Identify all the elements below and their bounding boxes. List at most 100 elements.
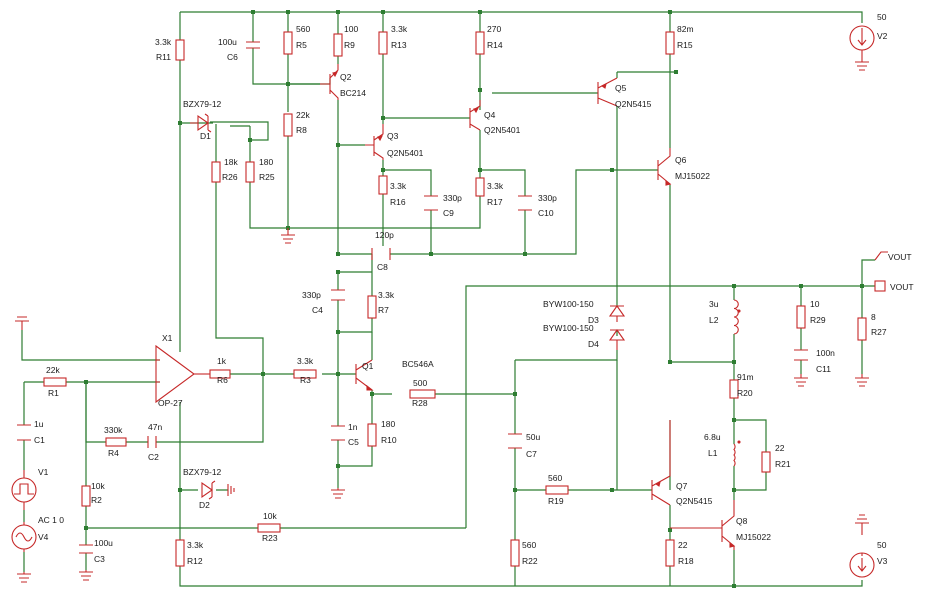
label-Q3-value: Q2N5401 — [387, 148, 424, 158]
label-R7-value: 3.3k — [378, 290, 395, 300]
label-R4-ref: R4 — [108, 448, 119, 458]
label-R23-ref: R23 — [262, 533, 278, 543]
label-D2-value: BZX79-12 — [183, 467, 222, 477]
transistor-Q4 — [469, 100, 481, 131]
label-R2-value: 10k — [91, 481, 105, 491]
resistor-R28 — [409, 389, 436, 399]
label-R20-ref: R20 — [737, 388, 753, 398]
label-R23-value: 10k — [263, 511, 277, 521]
transistor-Q8 — [670, 500, 736, 550]
label-R26-value: 18k — [224, 157, 238, 167]
transistor-Q1 — [355, 359, 374, 391]
resistor-R12 — [175, 539, 185, 567]
transistor-Q3 — [365, 124, 384, 160]
label-R4-value: 330k — [104, 425, 123, 435]
inductor-L1 — [733, 443, 736, 467]
label-Q4-ref: Q4 — [484, 110, 496, 120]
label-V1-ref: V1 — [38, 467, 49, 477]
label-R29-ref: R29 — [810, 315, 826, 325]
label-R11-value: 3.3k — [155, 37, 172, 47]
label-L1-value: 6.8u — [704, 432, 721, 442]
label-R9-value: 100 — [344, 24, 358, 34]
label-vout-port: VOUT — [890, 282, 914, 292]
label-C4-value: 330p — [302, 290, 321, 300]
transistor-Q2 — [320, 64, 339, 100]
label-vout-net: VOUT — [888, 252, 912, 262]
label-R17-ref: R17 — [487, 197, 503, 207]
opamp-X1 — [155, 344, 210, 404]
label-D4-ref: D4 — [588, 339, 599, 349]
ground-r8 — [281, 228, 295, 244]
label-R2-ref: R2 — [91, 495, 102, 505]
label-V3-ref: V3 — [877, 556, 888, 566]
resistor-R18 — [665, 539, 675, 567]
label-V4-ref: V4 — [38, 532, 49, 542]
label-C2-value: 47n — [148, 422, 162, 432]
label-D2-ref: D2 — [199, 500, 210, 510]
resistor-R26 — [211, 161, 221, 183]
label-R26-ref: R26 — [222, 172, 238, 182]
label-D4-value: BYW100-150 — [543, 323, 594, 333]
label-C2-ref: C2 — [148, 452, 159, 462]
zener-D2 — [201, 480, 216, 500]
label-Q5-value: Q2N5415 — [615, 99, 652, 109]
label-R3-value: 3.3k — [297, 356, 314, 366]
capacitors — [17, 41, 808, 554]
label-R25-ref: R25 — [259, 172, 275, 182]
label-Q2-ref: Q2 — [340, 72, 352, 82]
label-R28-value: 500 — [413, 378, 427, 388]
ground-c3 — [79, 570, 93, 581]
label-C8-ref: C8 — [377, 262, 388, 272]
label-Q1-value: BC546A — [402, 359, 434, 369]
resistors — [43, 31, 867, 567]
resistor-R4 — [105, 437, 127, 447]
label-Q7-value: Q2N5415 — [676, 496, 713, 506]
ground-v4 — [17, 572, 31, 583]
ground-c5 — [331, 488, 345, 499]
label-C5-ref: C5 — [348, 437, 359, 447]
label-R9-ref: R9 — [344, 40, 355, 50]
voltage-source-V3 — [849, 514, 875, 578]
label-R5-ref: R5 — [296, 40, 307, 50]
label-V3-value: 50 — [877, 540, 887, 550]
label-R29-value: 10 — [810, 299, 820, 309]
label-V2-ref: V2 — [877, 31, 888, 41]
label-Q3-ref: Q3 — [387, 131, 399, 141]
ac-source-V4 — [11, 522, 37, 552]
label-R10-ref: R10 — [381, 435, 397, 445]
resistor-R3 — [293, 369, 317, 379]
label-R14-value: 270 — [487, 24, 501, 34]
zener-D1 — [190, 113, 212, 133]
label-C3-value: 100u — [94, 538, 113, 548]
label-R25-value: 180 — [259, 157, 273, 167]
label-R15-ref: R15 — [677, 40, 693, 50]
label-R16-value: 3.3k — [390, 181, 407, 191]
capacitor-C6 — [246, 41, 260, 49]
label-Q8-value: MJ15022 — [736, 532, 771, 542]
label-R18-ref: R18 — [678, 556, 694, 566]
capacitor-C7 — [508, 433, 522, 449]
ground-top-left — [15, 316, 29, 330]
label-Q1-ref: Q1 — [362, 361, 374, 371]
label-R5-value: 560 — [296, 24, 310, 34]
resistor-R9 — [333, 33, 343, 57]
label-C11-value: 100n — [816, 348, 835, 358]
label-R27-ref: R27 — [871, 327, 887, 337]
label-Q6-ref: Q6 — [675, 155, 687, 165]
label-D1-value: BZX79-12 — [183, 99, 222, 109]
capacitor-C3 — [79, 544, 93, 554]
label-Q7-ref: Q7 — [676, 481, 688, 491]
label-Q6-value: MJ15022 — [675, 171, 710, 181]
label-D1-ref: D1 — [200, 131, 211, 141]
label-R11-ref: R11 — [156, 52, 171, 62]
vout-markers — [874, 251, 888, 292]
label-R12-value: 3.3k — [187, 540, 204, 550]
label-R6-ref: R6 — [217, 375, 228, 385]
label-C11-ref: C11 — [816, 364, 831, 374]
label-X1-value: OP-27 — [158, 398, 183, 408]
capacitor-C5 — [331, 425, 345, 441]
label-Q5-ref: Q5 — [615, 83, 627, 93]
resistor-R7 — [367, 295, 377, 319]
vout-port — [874, 280, 886, 292]
